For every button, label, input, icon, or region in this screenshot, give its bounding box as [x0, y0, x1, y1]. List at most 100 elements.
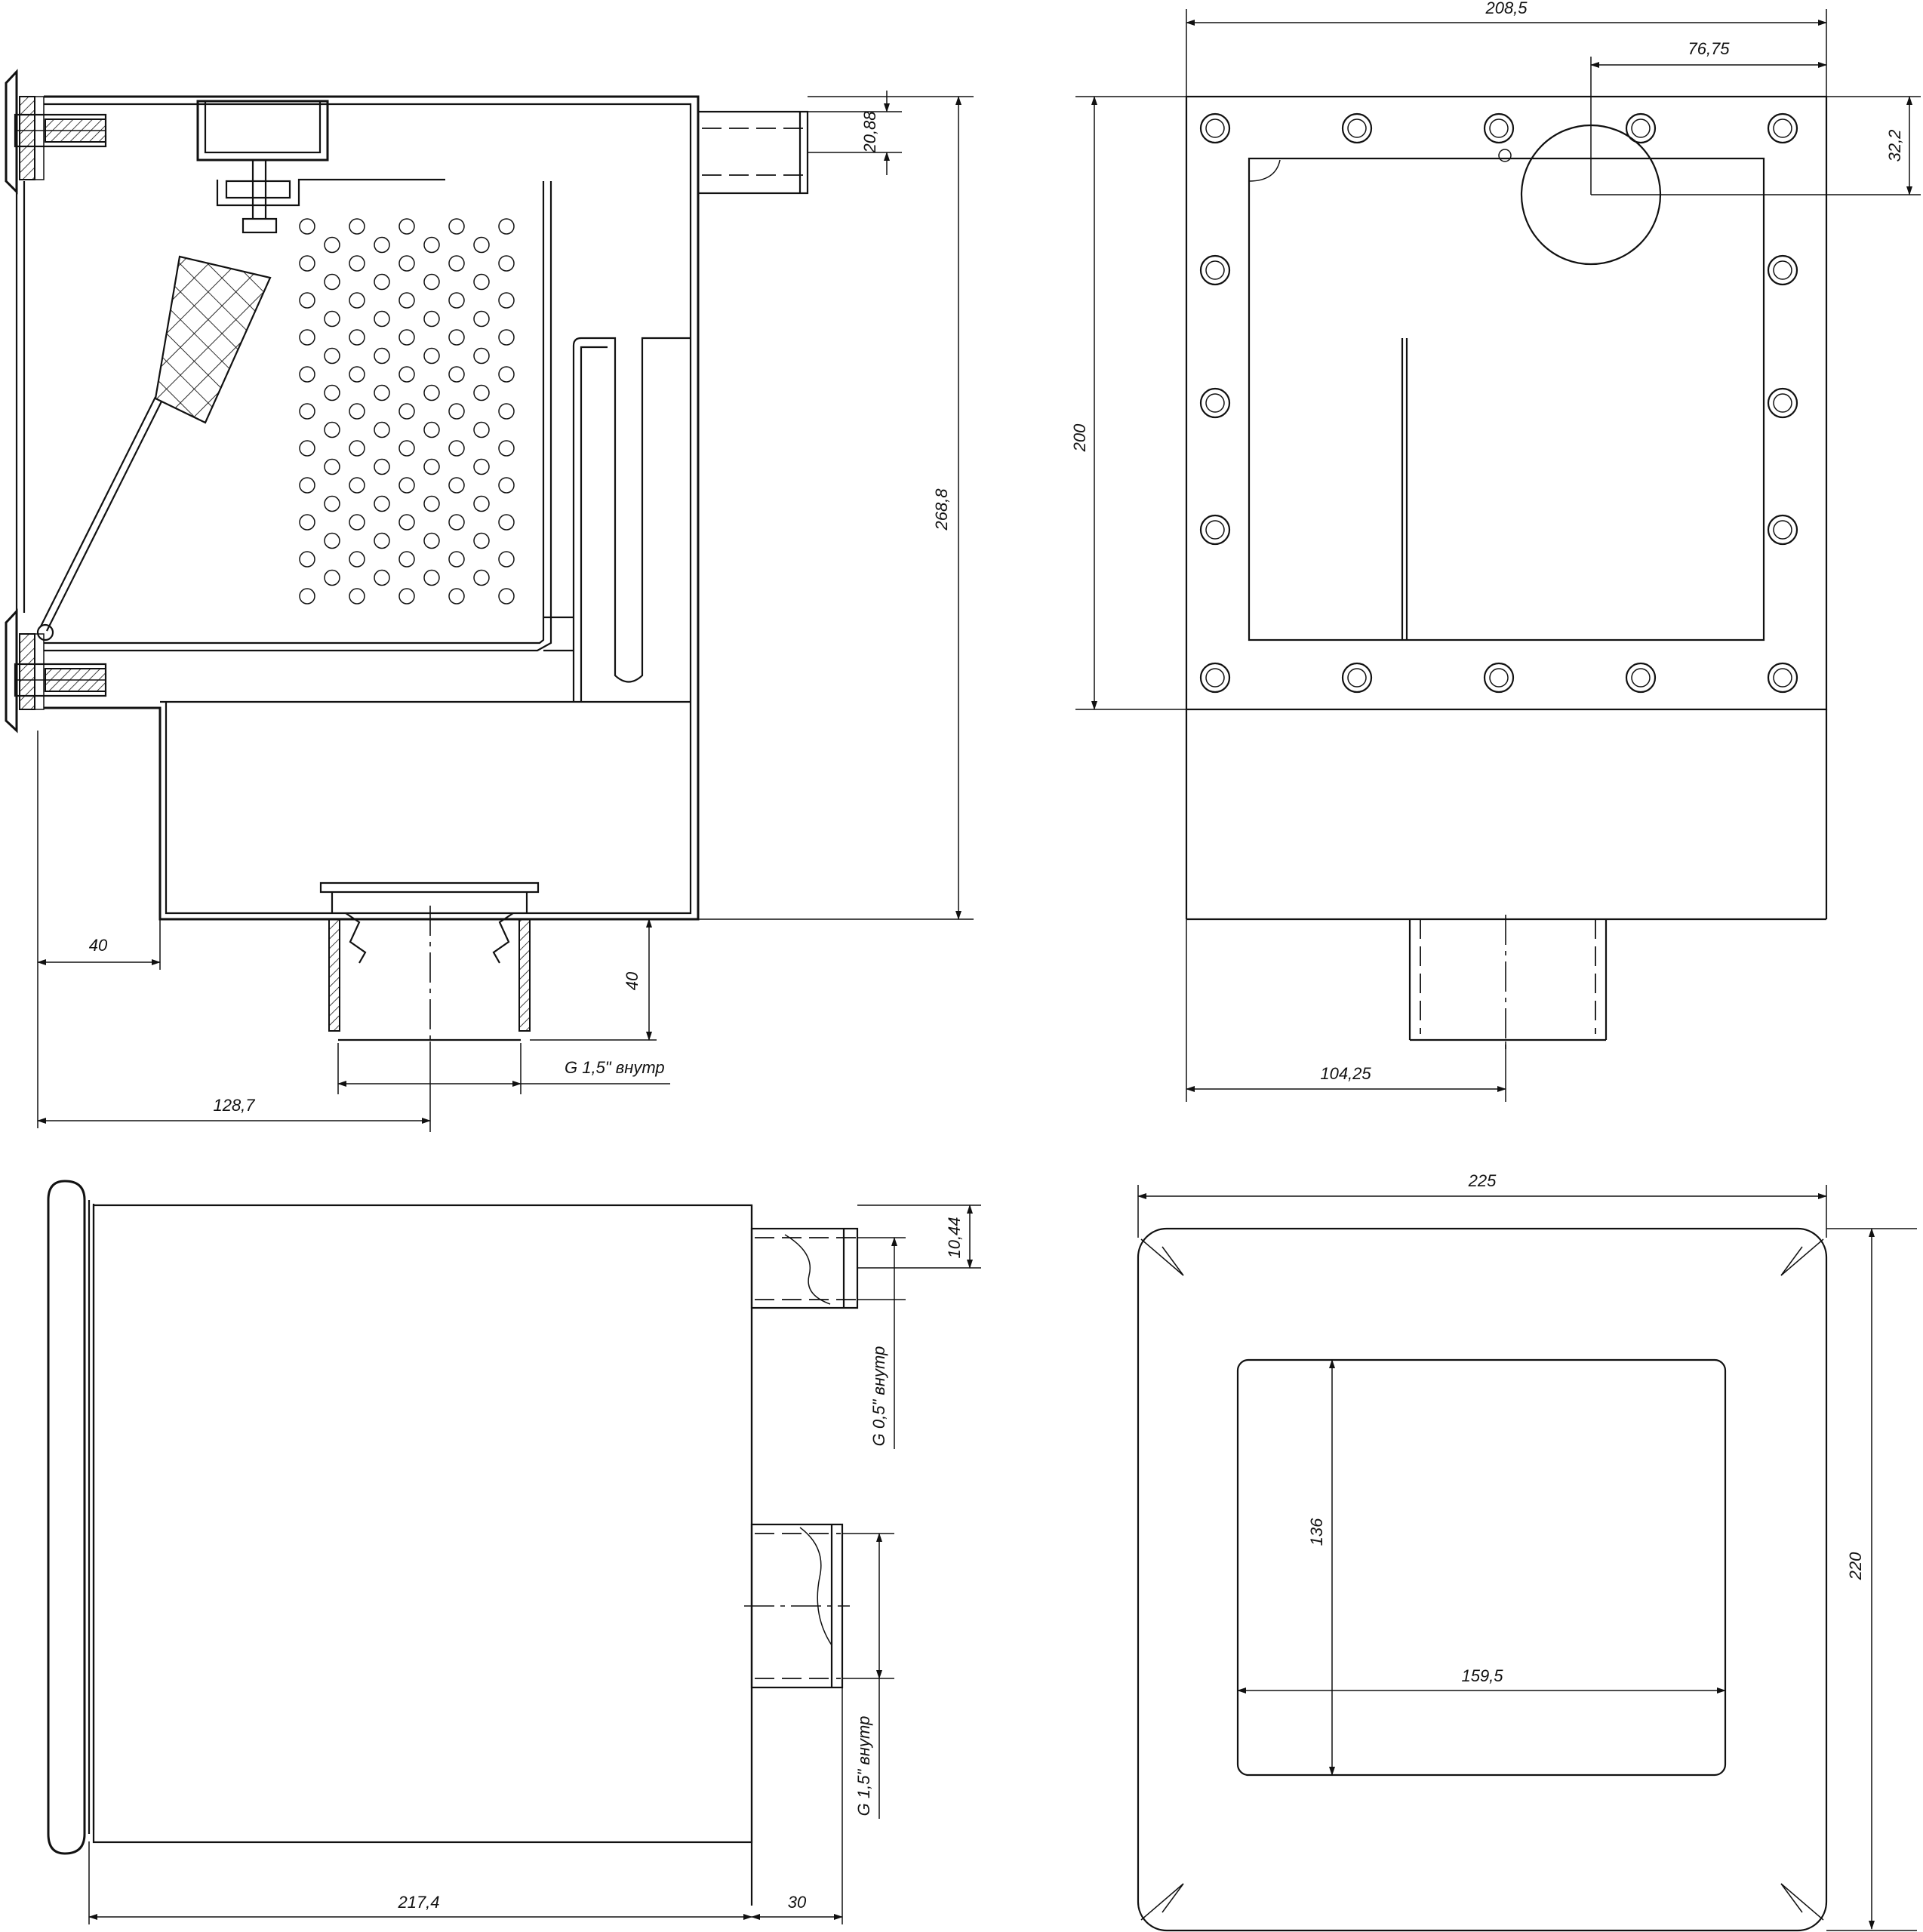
screw-head [1767, 387, 1798, 419]
screw-head [1199, 662, 1231, 694]
screw-socket [1205, 260, 1225, 280]
perforation-hole [448, 551, 465, 568]
perforation-hole [349, 588, 365, 605]
perforation-hole [349, 551, 365, 568]
dim-front-height: 268,8 [932, 488, 951, 531]
perforation-hole [374, 310, 390, 328]
screw-head [1199, 254, 1231, 286]
dim-top-pipe-length: 30 [788, 1893, 807, 1912]
perforation-hole [299, 403, 315, 420]
perforation-hole [423, 458, 440, 475]
perforation-hole [498, 218, 515, 235]
dim-pipe-thread: G 1,5" внутр [565, 1058, 665, 1077]
perforation-hole [448, 588, 465, 605]
perforation-hole [299, 588, 315, 605]
perforation-hole [398, 255, 415, 272]
front-view-dimensions: 20,88 268,8 40 40 G 1,5" внутр 128,7 [37, 91, 962, 1132]
front-section-view [5, 69, 974, 1041]
filter-basket [44, 181, 552, 652]
screw-head [1767, 514, 1798, 546]
screw-socket [1773, 668, 1792, 688]
screw-socket [1773, 393, 1792, 413]
screw-socket [1347, 668, 1367, 688]
dim-flange-to-body: 40 [89, 936, 108, 955]
perforation-hole [498, 366, 515, 383]
screw-socket [1631, 118, 1651, 138]
screw-head [1199, 112, 1231, 144]
dim-side-width: 208,5 [1485, 0, 1528, 17]
perforation-hole [473, 532, 490, 549]
perforation-hole [324, 310, 340, 328]
perforation-hole [349, 514, 365, 531]
screw-socket [1489, 118, 1509, 138]
perforation-hole [299, 477, 315, 494]
perforation-hole [448, 329, 465, 346]
perforation-hole [448, 255, 465, 272]
face-view [1137, 1227, 1828, 1932]
perforation-hole [299, 440, 315, 457]
dim-inlet-offset: 20,88 [860, 111, 879, 154]
perforation-hole [324, 458, 340, 475]
perforation-hole [349, 403, 365, 420]
screw-socket [1205, 668, 1225, 688]
screw-socket [1773, 520, 1792, 540]
dim-bottom-thread: G 1,5" внутр [854, 1716, 873, 1817]
screw-socket [1347, 118, 1367, 138]
perforation-hole [423, 273, 440, 291]
screw-head [1483, 662, 1515, 694]
perforation-hole [324, 495, 340, 512]
perforation-hole [324, 421, 340, 438]
side-view-dimensions: 208,5 76,75 32,2 200 104,25 [1070, 0, 1921, 1102]
screw-socket [1205, 393, 1225, 413]
perforation-hole [324, 273, 340, 291]
top-large-pipe [744, 1523, 850, 1689]
perforation-hole [473, 495, 490, 512]
perforation-hole [448, 292, 465, 309]
perforation-hole [473, 384, 490, 401]
perforation-hole [473, 569, 490, 586]
dim-opening-height: 136 [1307, 1518, 1326, 1546]
perforation-hole [324, 569, 340, 586]
dim-hole-offset-x: 76,75 [1688, 39, 1730, 58]
dim-hole-offset-y: 32,2 [1885, 130, 1904, 162]
perforation-hole [398, 551, 415, 568]
dim-side-height: 200 [1070, 423, 1089, 452]
screw-head [1767, 112, 1798, 144]
perforation-hole [324, 384, 340, 401]
face-view-dimensions: 225 220 136 159,5 [1137, 1171, 1917, 1931]
screw-head [1625, 112, 1657, 144]
dim-top-thread: G 0,5" внутр [869, 1346, 888, 1447]
dim-face-width: 225 [1468, 1171, 1497, 1190]
perforation-hole [299, 366, 315, 383]
perforation-hole [498, 255, 515, 272]
perforation-hole [498, 329, 515, 346]
perforation-hole [473, 421, 490, 438]
screw-socket [1489, 668, 1509, 688]
perforation-hole [448, 366, 465, 383]
perforation-hole [374, 569, 390, 586]
perforation-hole [423, 384, 440, 401]
perforation-hole [324, 236, 340, 254]
perforation-hole [374, 236, 390, 254]
screw-head [1341, 662, 1373, 694]
perforation-hole [473, 458, 490, 475]
perforation-hole [398, 477, 415, 494]
perforation-hole [398, 366, 415, 383]
perforation-hole [398, 514, 415, 531]
perforation-hole [299, 514, 315, 531]
perforation-hole [374, 347, 390, 365]
perforation-hole [398, 292, 415, 309]
screw-socket [1773, 118, 1792, 138]
perforation-hole [299, 292, 315, 309]
perforation-hole [473, 273, 490, 291]
perforation-hole [423, 495, 440, 512]
screw-socket [1631, 668, 1651, 688]
float-flap [36, 255, 272, 641]
screw-head [1625, 662, 1657, 694]
perforation-hole [349, 366, 365, 383]
perforation-hole [299, 255, 315, 272]
perforation-hole [448, 403, 465, 420]
perforation-hole [448, 440, 465, 457]
top-inlet-pipe [697, 110, 809, 195]
bottom-drain-pipe [319, 881, 540, 1041]
